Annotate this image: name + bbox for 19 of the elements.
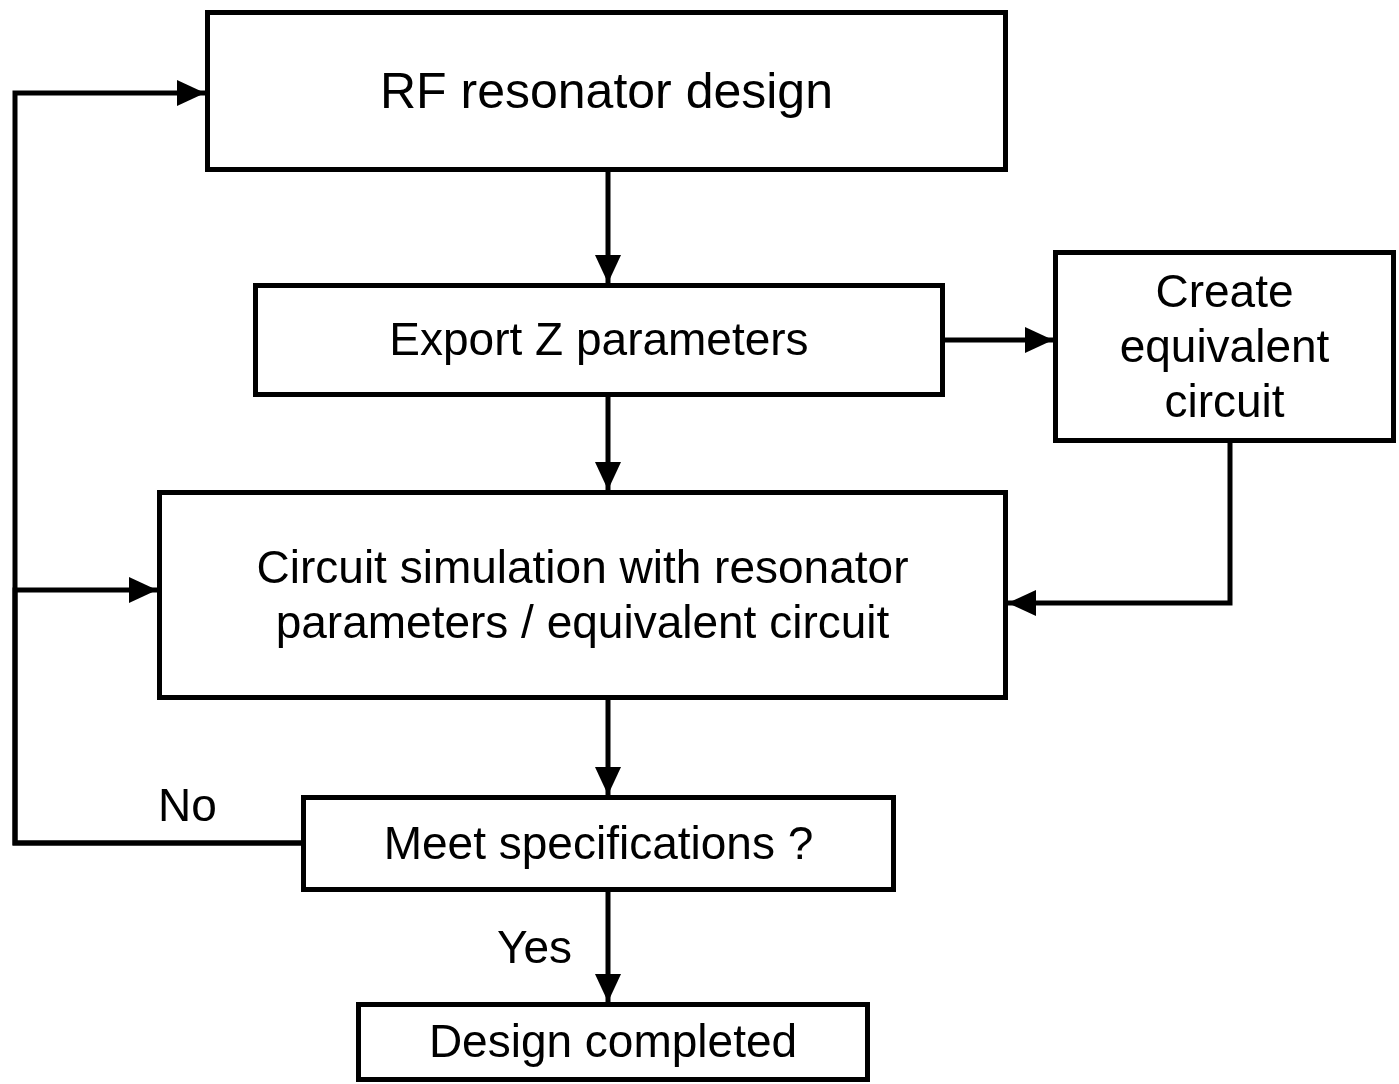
arrow	[595, 397, 621, 490]
process-box	[205, 10, 1008, 172]
box-label: RF resonator design	[380, 62, 833, 121]
arrow	[1008, 443, 1233, 616]
box-label: Design completed	[428, 1014, 798, 1070]
box-label: Export Z parameters	[389, 312, 809, 368]
process-box	[253, 283, 945, 397]
arrow	[595, 700, 621, 795]
arrow	[945, 327, 1053, 353]
box-label: Meet specifications ?	[383, 815, 814, 871]
arrow	[12, 577, 301, 846]
box-label: Circuit simulation with resonator parameters / equivalent circuit	[255, 539, 910, 650]
arrow	[595, 892, 621, 1002]
process-box	[1053, 250, 1396, 443]
arrow	[595, 172, 621, 283]
process-box	[301, 795, 896, 892]
process-box	[157, 490, 1008, 700]
process-box	[356, 1002, 870, 1082]
box-label: Create equivalent circuit	[1118, 263, 1331, 430]
